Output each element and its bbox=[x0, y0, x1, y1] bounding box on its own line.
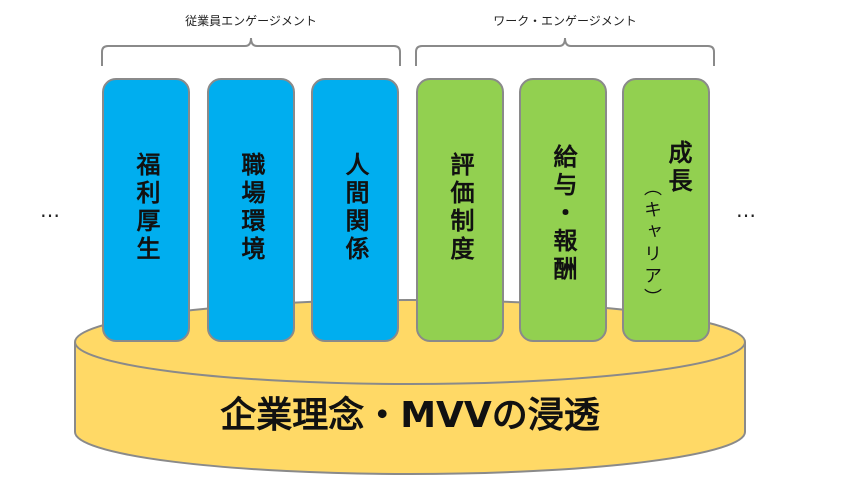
foundation-label: 企業理念・MVVの浸透 bbox=[220, 395, 600, 436]
pillar-label: 給与・報酬 bbox=[549, 144, 577, 284]
employee-bracket bbox=[101, 37, 401, 66]
ellipsis-left: … bbox=[40, 198, 64, 222]
pillar-growth-career: 成長 （キャリア） bbox=[622, 78, 710, 342]
pillar-compensation: 給与・報酬 bbox=[519, 78, 607, 342]
pillar-label-sub: （キャリア） bbox=[641, 178, 662, 310]
pillar-label: 人間関係 bbox=[341, 152, 369, 264]
pillar-label: 職場環境 bbox=[237, 152, 265, 264]
work-engagement-label: ワーク・エンゲージメント bbox=[493, 14, 637, 28]
employee-engagement-label: 従業員エンゲージメント bbox=[185, 14, 317, 28]
pillar-relationships: 人間関係 bbox=[311, 78, 399, 342]
work-bracket bbox=[415, 37, 715, 66]
pillar-label-group: 成長 （キャリア） bbox=[641, 140, 692, 340]
pillar-label: 評価制度 bbox=[446, 152, 474, 264]
pillar-welfare: 福利厚生 bbox=[102, 78, 190, 342]
pillar-work-environment: 職場環境 bbox=[207, 78, 295, 342]
pillar-label-main: 成長 bbox=[664, 140, 692, 196]
ellipsis-right: … bbox=[736, 198, 760, 222]
pillar-evaluation-system: 評価制度 bbox=[416, 78, 504, 342]
pillar-label: 福利厚生 bbox=[132, 152, 160, 264]
